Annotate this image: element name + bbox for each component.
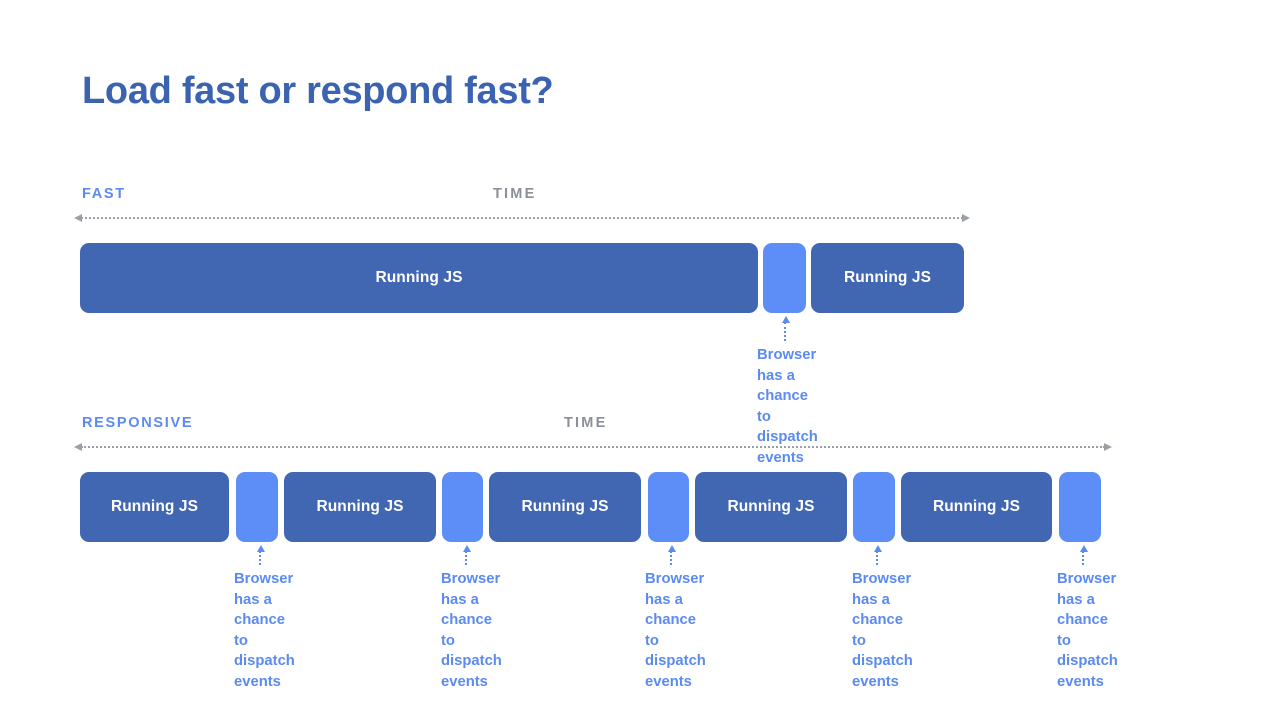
running-js-block: Running JS	[811, 243, 964, 313]
annotation-dotted-line	[465, 551, 467, 565]
annotation-connector-arrow-icon	[667, 545, 676, 565]
arrow-right-icon	[962, 214, 970, 222]
annotation-text: Browser has a chance to dispatch events	[645, 571, 706, 690]
running-js-block: Running JS	[695, 472, 847, 542]
arrow-up-icon	[781, 316, 790, 323]
running-js-block: Running JS	[80, 472, 229, 542]
annotation-connector-arrow-icon	[256, 545, 265, 565]
annotation-connector-arrow-icon	[1079, 545, 1088, 565]
running-js-label: Running JS	[316, 498, 404, 515]
annotation-dotted-line	[259, 551, 261, 565]
annotation-text: Browser has a chance to dispatch events	[441, 571, 502, 690]
axis-row-responsive: RESPONSIVE TIME	[0, 415, 1276, 459]
running-js-block: Running JS	[284, 472, 436, 542]
timeline-responsive: Running JS Running JS Running JS Running JS…	[0, 472, 1276, 542]
mode-label-responsive: RESPONSIVE	[82, 415, 194, 431]
running-js-block: Running JS	[489, 472, 641, 542]
annotation-connector-arrow-icon	[781, 316, 790, 341]
arrow-up-icon	[256, 545, 265, 552]
time-axis-arrow-responsive	[74, 443, 1112, 452]
annotation-connector-arrow-icon	[462, 545, 471, 565]
arrow-left-icon	[74, 214, 82, 222]
idle-slot-block	[763, 243, 806, 313]
annotation-dotted-line	[876, 551, 878, 565]
axis-dotted-line	[81, 217, 963, 219]
idle-slot-block	[648, 472, 689, 542]
timeline-fast: Running JS Running JS	[0, 243, 1276, 313]
arrow-up-icon	[1079, 545, 1088, 552]
time-label-responsive: TIME	[564, 415, 608, 431]
running-js-block: Running JS	[901, 472, 1052, 542]
time-axis-arrow-fast	[74, 214, 970, 223]
annotation-dotted-line	[670, 551, 672, 565]
annotation-dotted-line	[784, 322, 786, 341]
running-js-label: Running JS	[932, 498, 1021, 515]
arrow-up-icon	[873, 545, 882, 552]
running-js-label: Running JS	[521, 498, 609, 515]
page-title: Load fast or respond fast?	[82, 70, 554, 112]
running-js-block: Running JS	[80, 243, 758, 313]
idle-slot-block	[853, 472, 895, 542]
annotation-text: Browser has a chance to dispatch events	[757, 347, 818, 466]
mode-label-fast: FAST	[82, 186, 126, 202]
axis-row-fast: FAST TIME	[0, 186, 1276, 230]
idle-slot-block	[1059, 472, 1101, 542]
annotation-text: Browser has a chance to dispatch events	[234, 571, 295, 690]
arrow-left-icon	[74, 443, 82, 451]
annotation-dotted-line	[1082, 551, 1084, 565]
running-js-label: Running JS	[843, 269, 932, 286]
running-js-label: Running JS	[375, 269, 463, 286]
axis-dotted-line	[81, 446, 1105, 448]
idle-slot-block	[442, 472, 483, 542]
arrow-up-icon	[462, 545, 471, 552]
annotation-text: Browser has a chance to dispatch events	[852, 571, 913, 690]
annotation-text: Browser has a chance to dispatch events	[1057, 571, 1118, 690]
idle-slot-block	[236, 472, 278, 542]
arrow-right-icon	[1104, 443, 1112, 451]
running-js-label: Running JS	[727, 498, 815, 515]
running-js-label: Running JS	[110, 498, 199, 515]
arrow-up-icon	[667, 545, 676, 552]
annotation-connector-arrow-icon	[873, 545, 882, 565]
time-label-fast: TIME	[493, 186, 537, 202]
